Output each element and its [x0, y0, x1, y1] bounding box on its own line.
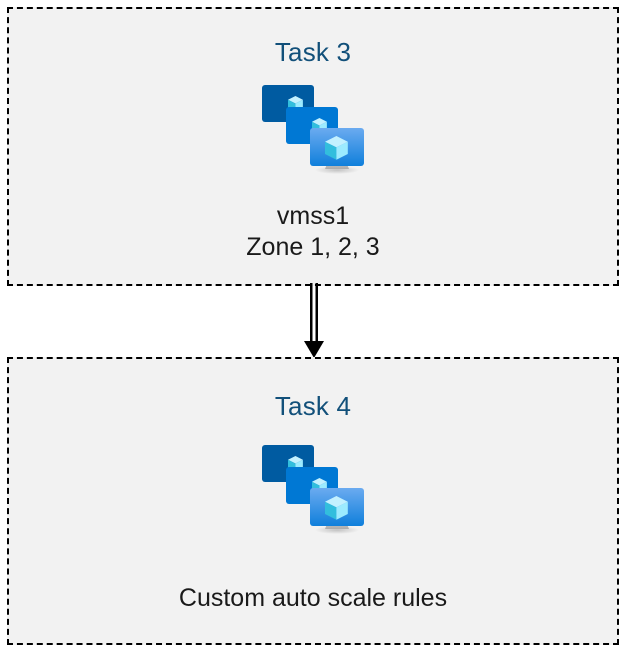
task-title: Task 3: [274, 37, 352, 67]
task-caption-line-2: Zone 1, 2, 3: [246, 232, 380, 261]
azure-vm-scale-set-icon: [261, 444, 365, 539]
task-caption-line-1: Custom auto scale rules: [178, 584, 448, 612]
task-caption-block: Custom auto scale rules: [179, 583, 447, 614]
task-caption-block: vmss1 Zone 1, 2, 3: [246, 201, 379, 262]
azure-vm-scale-set-icon: [261, 84, 365, 179]
task-title: Task 4: [274, 391, 352, 421]
task-caption-line-1: vmss1: [276, 202, 350, 230]
arrow-down-icon: [295, 283, 333, 359]
task-box-task-4: Task 4: [7, 357, 619, 645]
task-box-task-3: Task 3: [7, 7, 619, 286]
